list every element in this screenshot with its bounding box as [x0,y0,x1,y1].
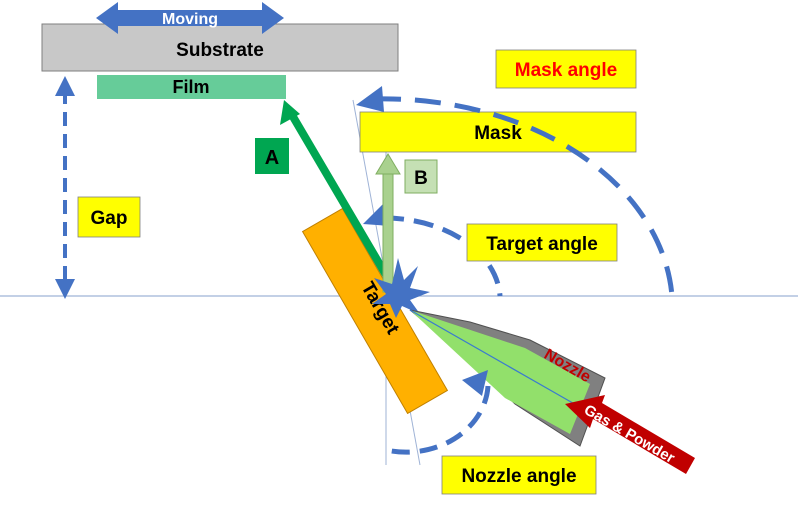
arrow-a-shaft [288,112,400,295]
arrow-b-label: B [414,168,428,189]
gap-label-box [77,196,141,238]
mask-angle-label-box [495,49,637,89]
gap-label: Gap [91,208,128,229]
mask-label: Mask [474,123,522,144]
mask-angle-label: Mask angle [515,60,617,81]
arrow-b-head-icon [375,153,401,175]
target-angle-arc [383,215,503,297]
film [97,75,286,99]
target-angle-label-box [466,223,618,262]
substrate-label: Substrate [176,40,264,61]
substrate [41,23,399,72]
gas-powder-arrow-icon [565,395,695,474]
gap-arrow-top-icon [55,76,75,96]
arrow-a-label: A [265,147,279,169]
nozzle-jet [410,310,590,434]
mask-angle-arc [374,96,675,297]
film-label: Film [172,77,209,97]
arrow-a-label-box [255,138,289,174]
moving-double-arrow-icon [96,2,284,34]
nozzle-angle-arc [385,385,491,455]
arrow-b-shaft [382,171,394,293]
gap-arrow-bottom-icon [55,279,75,299]
arrow-b-label-box [404,159,438,194]
mask-angle-arrowhead-icon [356,86,384,112]
impact-burst-icon [372,258,430,318]
mask [359,111,637,153]
nozzle-angle-label: Nozzle angle [461,466,576,487]
arrow-a-head-icon [280,100,300,125]
nozzle-angle-label-box [441,455,597,495]
nozzle-angle-arrowhead-icon [462,370,488,396]
target-angle-label: Target angle [486,234,598,255]
moving-label: Moving [162,11,218,28]
nozzle-axis-line [409,309,586,411]
